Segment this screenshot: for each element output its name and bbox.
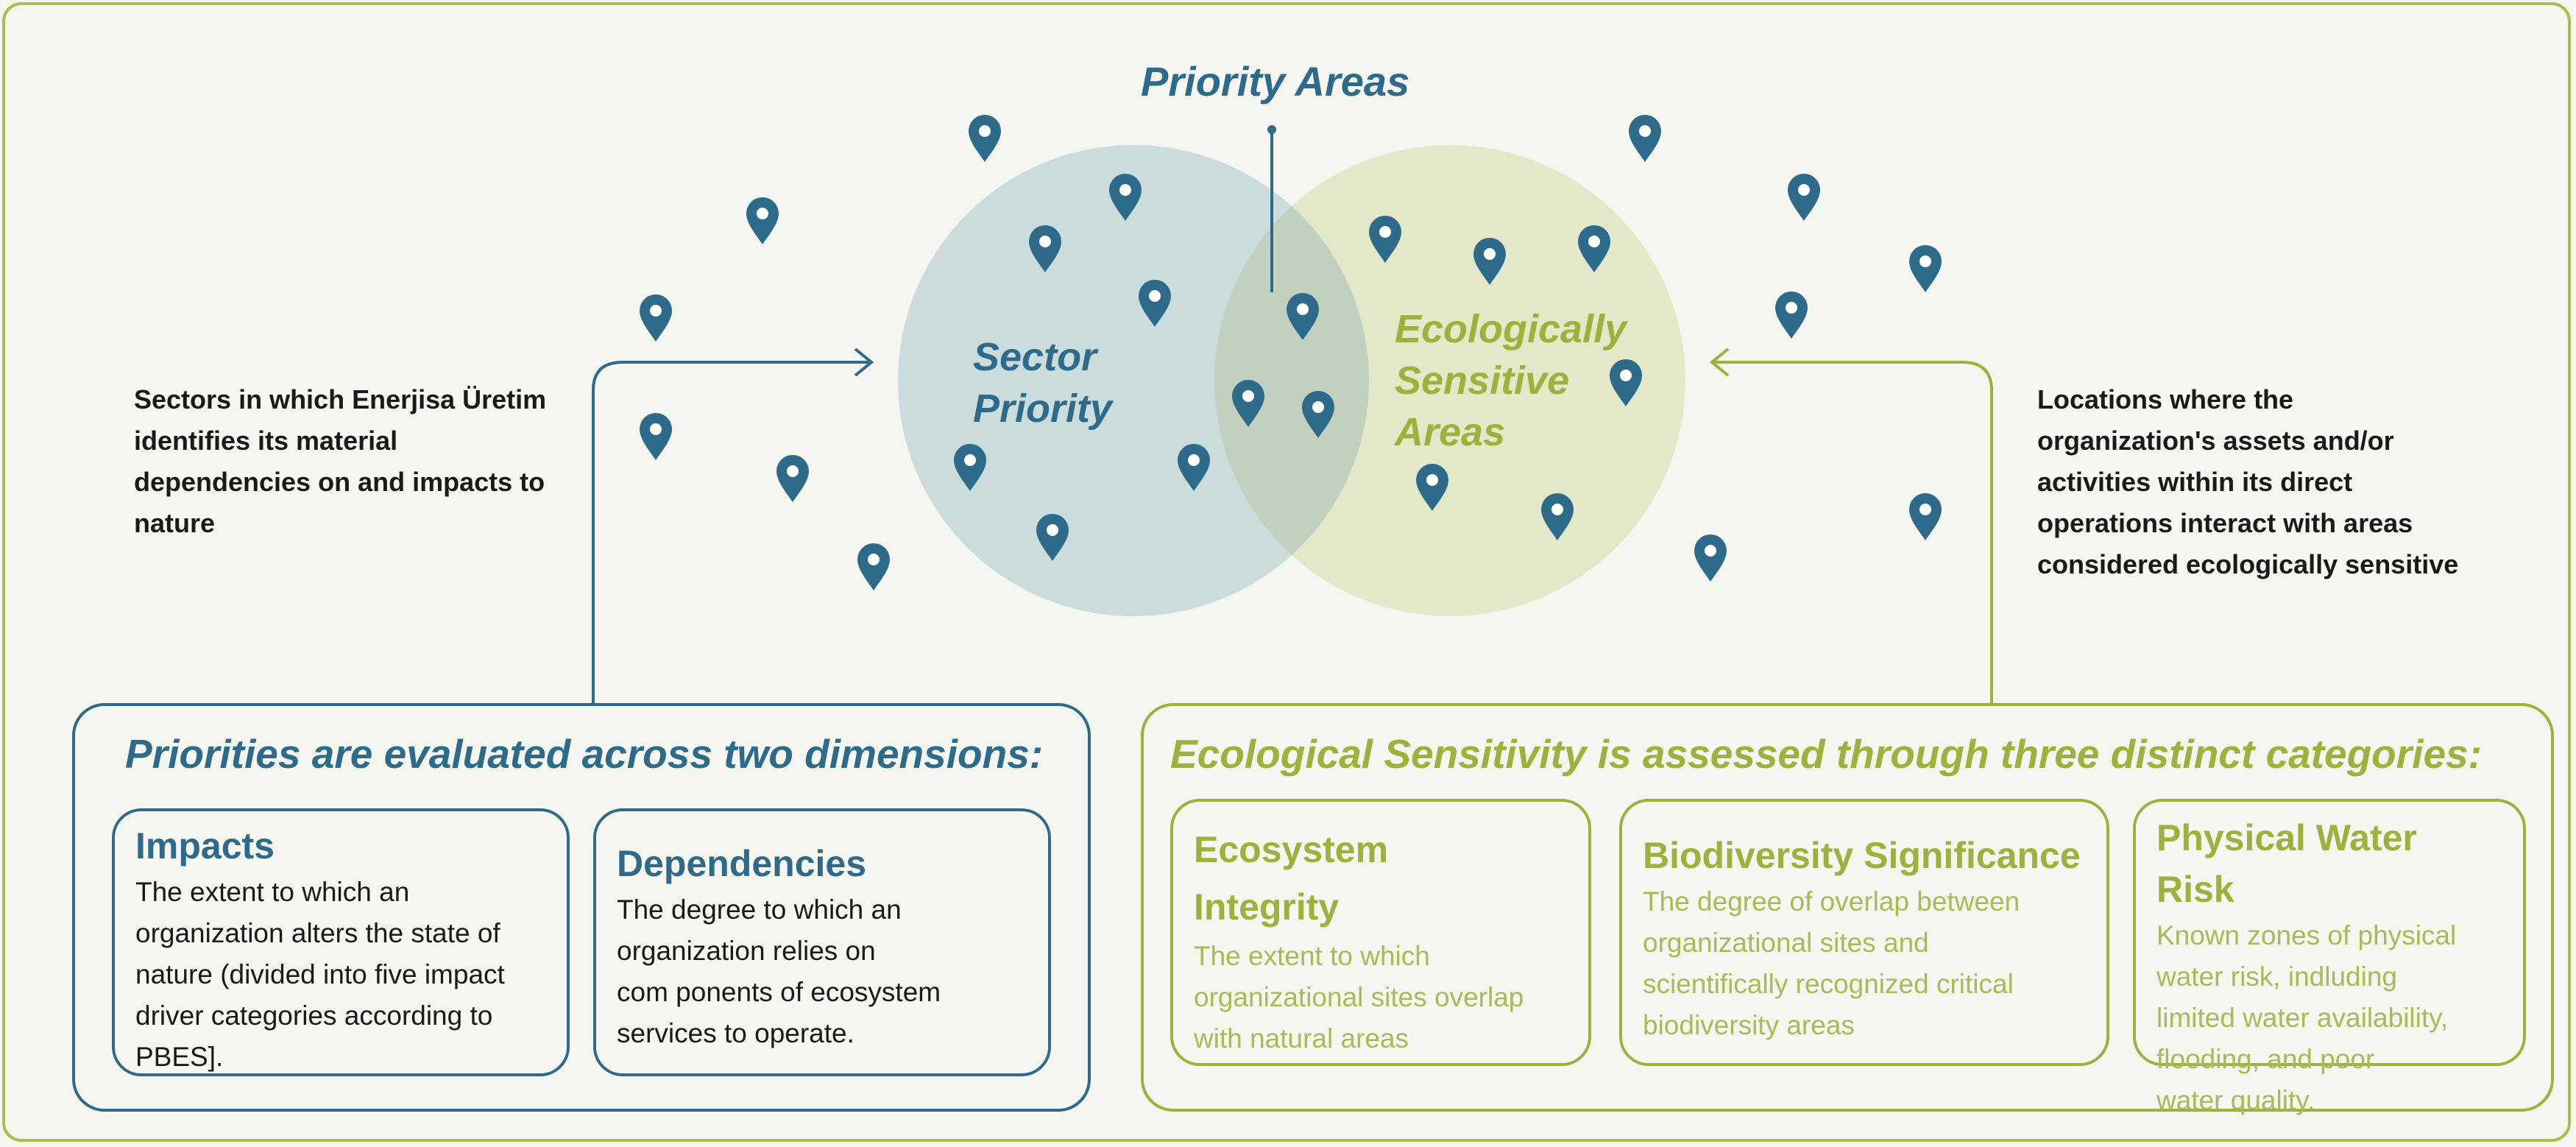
location-pin-icon [640,294,672,342]
location-pin-icon [1139,280,1171,327]
biodiversity-desc-line: scientifically recognized critical [1643,969,2014,999]
impacts-desc-line: nature (divided into five impact [135,959,505,989]
location-pin-icon [746,197,779,244]
ecologically-sensitive-label-line: Areas [1395,410,1506,454]
location-pin-icon [1029,225,1061,272]
location-pin-icon [1775,292,1808,339]
location-pin-icon [1909,493,1942,540]
ecosystem-integrity-desc-line: with natural areas [1194,1023,1409,1054]
ecological-areas-description: Locations where the organization's asset… [2037,384,2459,579]
water-risk-desc-line: flooding, and poor [2156,1044,2375,1074]
location-pin-icon [1369,216,1401,263]
biodiversity-desc-line: organizational sites and [1643,928,1929,958]
ecosystem-integrity-card-title: Ecosystem Integrity [1194,821,1568,936]
physical-water-risk-card-title: Physical Water Risk [2156,812,2502,915]
location-pin-icon [1287,293,1319,340]
location-pin-icon [1788,174,1820,221]
ecosystem-integrity-card: Ecosystem Integrity The extent to which … [1170,799,1591,1066]
dependencies-card-description: The degree to which an organization reli… [617,889,1027,1054]
sector-priority-label-line: Priority [973,387,1113,431]
dependencies-desc-line: organization relies on [617,936,876,966]
location-pin-icon [1109,174,1142,221]
location-pin-icon [1541,493,1574,540]
location-pin-icon [1473,238,1506,285]
biodiversity-significance-card-description: The degree of overlap between organizati… [1643,881,2086,1046]
impacts-desc-line: The extent to which an [135,877,410,907]
location-pin-icon [857,543,890,590]
priorities-panel-title: Priorities are evaluated across two dime… [125,731,1044,777]
impacts-desc-line: PBES]. [135,1042,224,1072]
biodiversity-significance-card: Biodiversity Significance The degree of … [1619,799,2109,1066]
priorities-panel [72,703,1091,1112]
ecologically-sensitive-label: Ecologically Sensitive Areas [1395,303,1627,458]
location-pin-icon [1694,534,1727,582]
ecosystem-integrity-title-line: Ecosystem [1194,829,1389,870]
location-pin-icon [1578,225,1610,272]
location-pins [640,115,1942,590]
physical-water-risk-card: Physical Water Risk Known zones of physi… [2133,799,2526,1115]
priority-areas-pointer-dot [1267,125,1276,134]
left-connector-line [592,361,868,703]
location-pin-icon [1302,391,1334,438]
ecological-sensitivity-panel [1141,703,2554,1112]
impacts-card-title: Impacts [135,825,275,867]
sector-description: Sectors in which Enerjisa Üretim identif… [134,384,547,538]
ecologically-sensitive-label-line: Ecologically [1395,307,1627,351]
physical-water-risk-title-line: Physical Water Risk [2156,817,2417,910]
location-pin-icon [969,115,1001,162]
ecological-sensitivity-panel-title: Ecological Sensitivity is assessed throu… [1170,731,2482,777]
overlap-region [1214,145,1369,616]
location-pin-icon [1178,444,1210,491]
right-arrow-head-icon [1709,347,1730,377]
right-connector-line [1715,361,1993,703]
location-pin-icon [954,444,986,491]
sector-priority-label: Sector Priority [973,331,1112,434]
biodiversity-desc-line: biodiversity areas [1643,1010,1855,1040]
location-pin-icon [1036,514,1069,561]
dependencies-desc-line: com ponents of ecosystem [617,977,941,1007]
left-arrow-head-icon [854,347,874,377]
priority-areas-label: Priority Areas [1141,58,1410,105]
location-pin-icon [1232,380,1264,427]
dependencies-card-title: Dependencies [617,843,867,884]
sector-priority-label-line: Sector [973,335,1097,379]
dependencies-desc-line: services to operate. [617,1018,854,1048]
location-pin-icon [1629,115,1661,162]
ecosystem-integrity-card-description: The extent to which organizational sites… [1194,936,1568,1059]
location-pin-icon [1416,464,1448,511]
dependencies-desc-line: The degree to which an [617,894,902,925]
ecosystem-integrity-title-line: Integrity [1194,886,1340,928]
water-risk-desc-line: Known zones of physical [2156,920,2457,950]
water-risk-desc-line: water risk, indluding [2156,961,2397,992]
biodiversity-desc-line: The degree of overlap between [1643,886,2020,917]
dependencies-card: Dependencies The degree to which an orga… [593,808,1051,1076]
ecosystem-integrity-desc-line: organizational sites overlap [1194,982,1524,1012]
location-pin-icon [640,413,672,460]
water-risk-desc-line: limited water availability, [2156,1003,2449,1033]
biodiversity-significance-card-title: Biodiversity Significance [1643,830,2086,881]
ecosystem-integrity-desc-line: The extent to which [1194,941,1430,971]
location-pin-icon [776,455,809,502]
location-pin-icon [1610,359,1642,406]
physical-water-risk-card-description: Known zones of physical water risk, indl… [2156,915,2502,1121]
location-pin-icon [1909,245,1942,292]
impacts-card: Impacts The extent to which an organizat… [112,808,570,1076]
ecologically-sensitive-label-line: Sensitive [1395,359,1570,403]
impacts-desc-line: driver categories according to [135,1000,493,1031]
impacts-card-description: The extent to which an organization alte… [135,872,546,1078]
impacts-desc-line: organization alters the state of [135,918,500,948]
water-risk-desc-line: water quality. [2156,1085,2315,1115]
biodiversity-significance-title-line: Biodiversity Significance [1643,835,2081,876]
